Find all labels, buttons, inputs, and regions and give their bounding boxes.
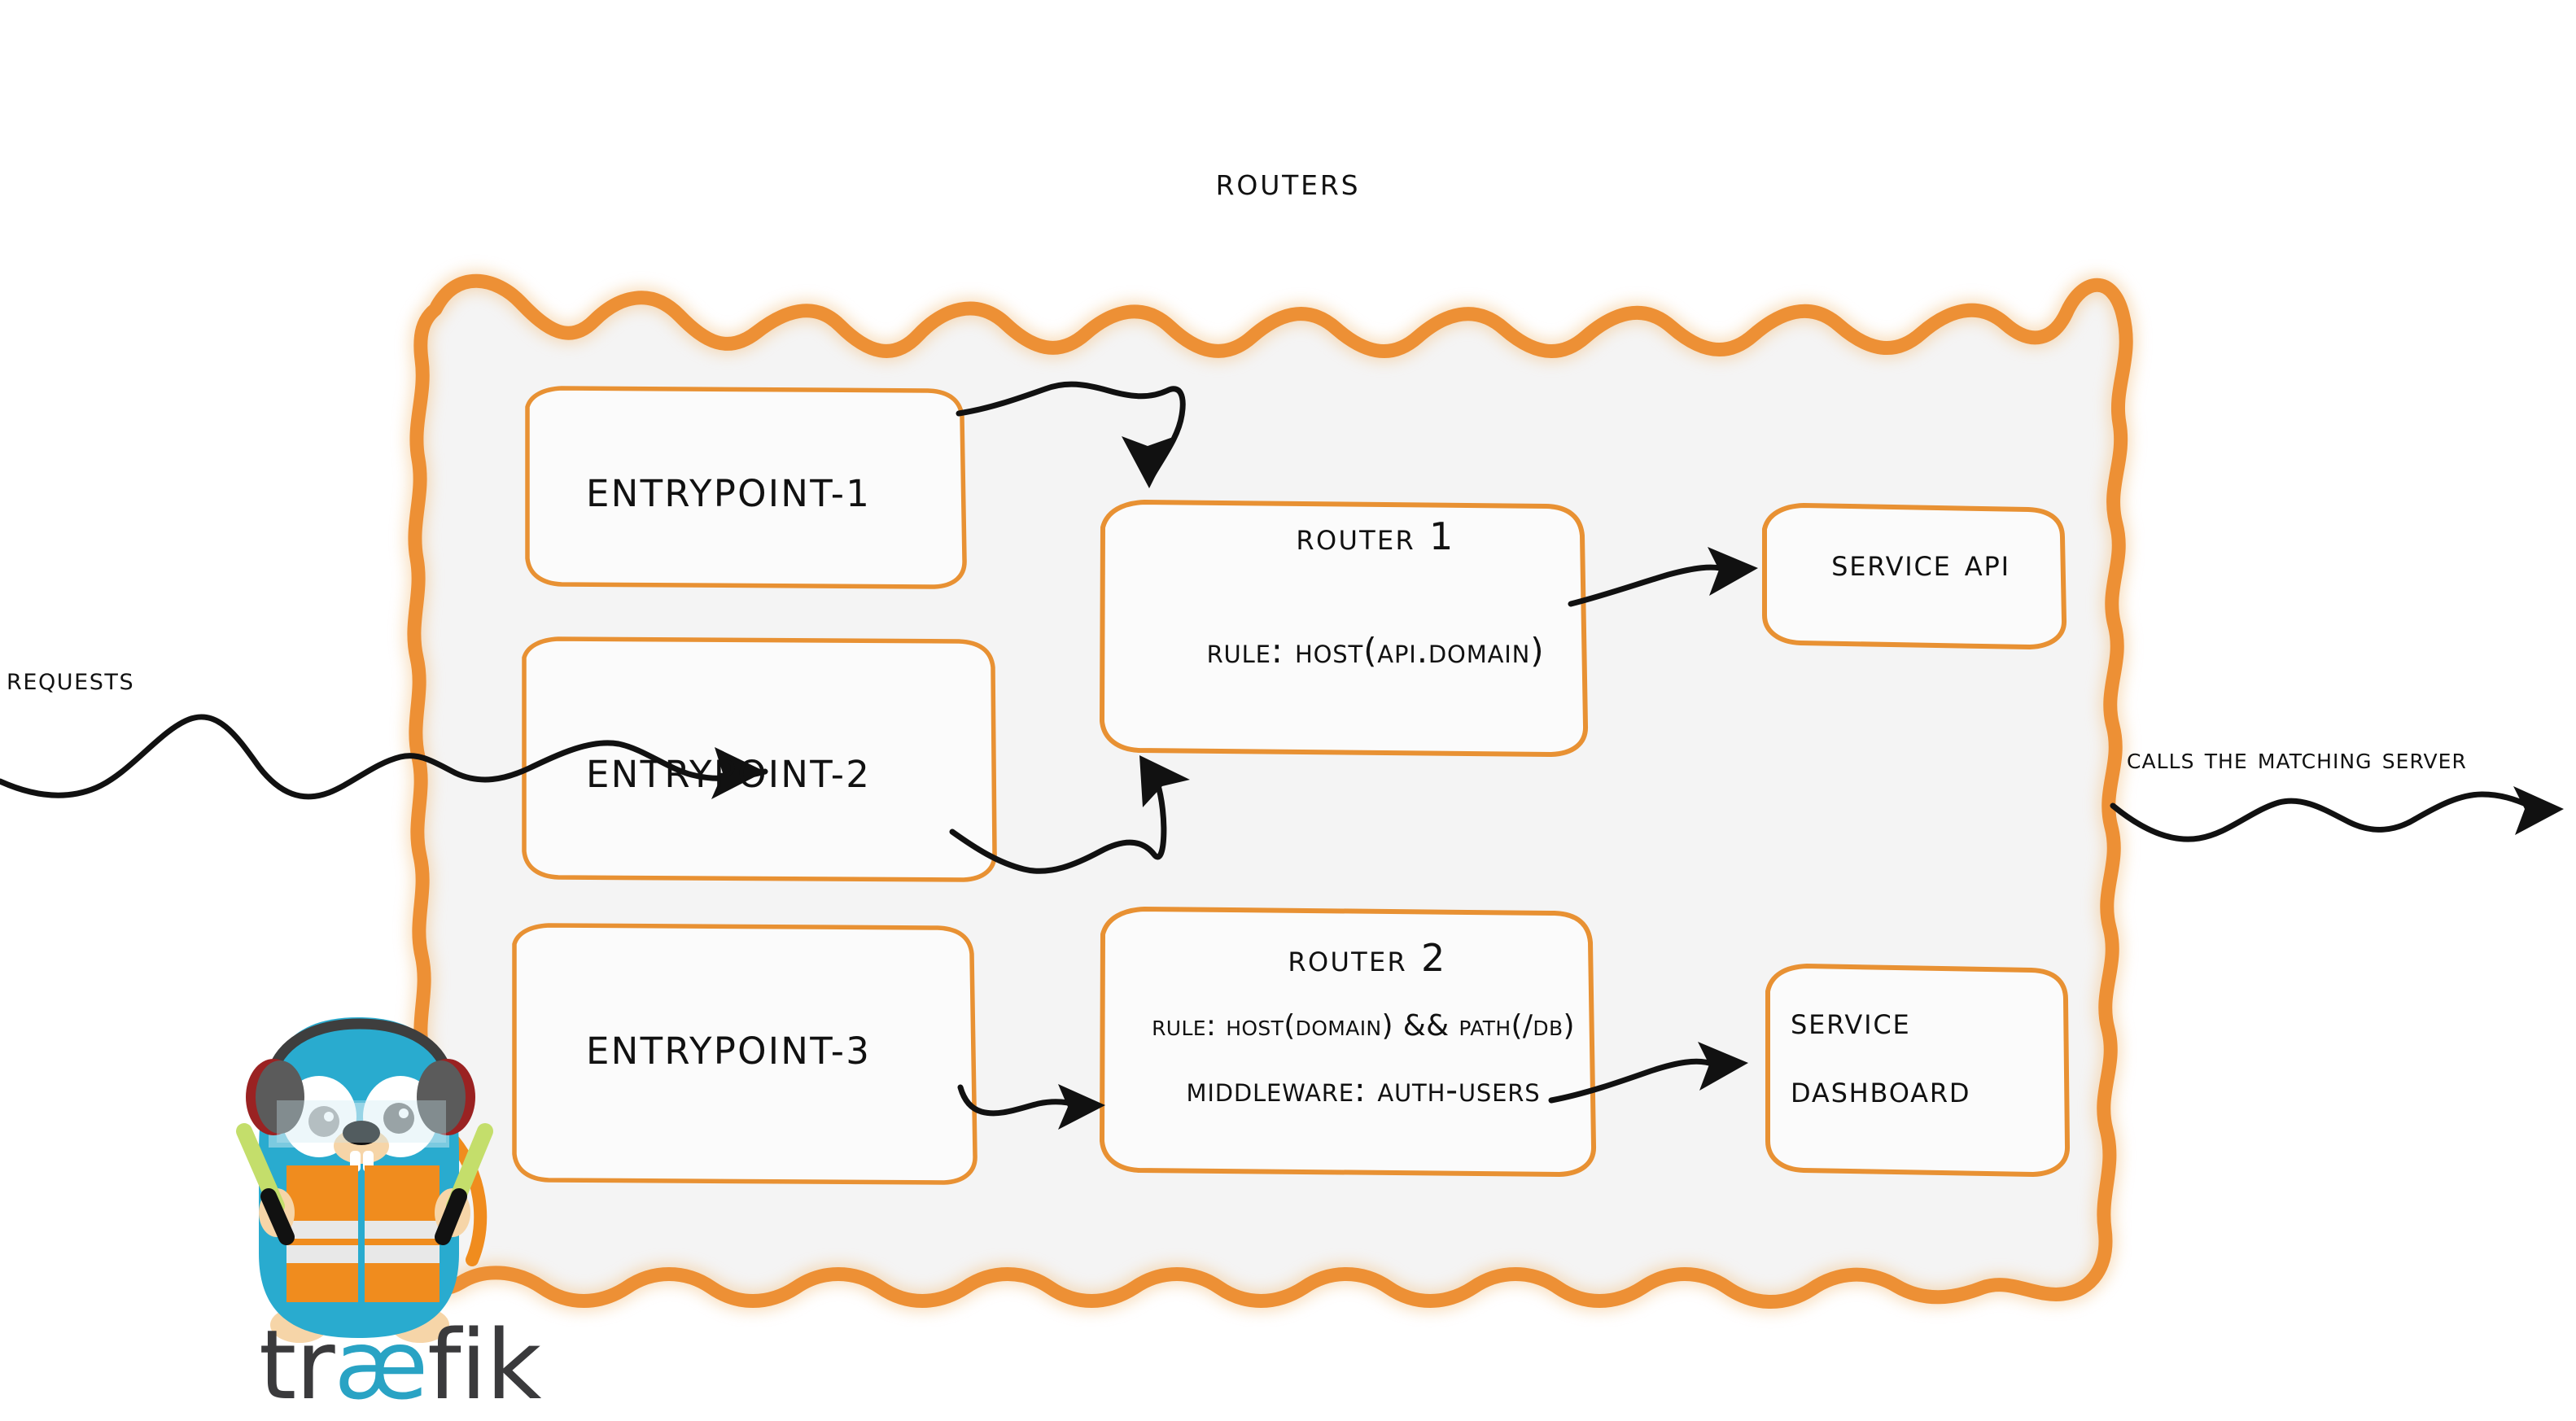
service-api-label: Service API	[1831, 541, 2010, 584]
logo-ae-ligature: æ	[334, 1309, 428, 1421]
requests-label: Requests	[7, 661, 135, 697]
marshalling-wand-left	[236, 1123, 295, 1245]
router-2-middleware: Middleware: auth-users	[1186, 1070, 1541, 1109]
service-dashboard-label-line1: Service	[1791, 999, 1911, 1043]
router-2-rule: rule: Host(domain) && Path(/db)	[1152, 1009, 1575, 1043]
logo-part-2: fik	[427, 1309, 541, 1421]
arrow-calls-out	[2110, 786, 2564, 842]
arrow-ep3-to-router2	[957, 1084, 1105, 1130]
router-2-title: Router 2	[1288, 936, 1447, 980]
marshalling-wand-right	[435, 1123, 493, 1245]
traefik-logo-wordmark: træfik	[259, 1317, 541, 1413]
logo-part-1: tr	[259, 1309, 335, 1421]
arrow-ep2-to-router1	[949, 755, 1190, 874]
arrow-ep1-to-router1	[956, 381, 1186, 488]
calls-server-label: Calls the matching server	[2127, 743, 2467, 776]
router-1-rule: rule: Host(api.domain)	[1206, 631, 1545, 671]
entrypoint-1-label: entrypoint-1	[586, 472, 872, 515]
service-dashboard-label-line2: Dashboard	[1791, 1068, 1971, 1111]
entrypoint-2-label: entrypoint-2	[586, 753, 872, 796]
entrypoint-3-label: entrypoint-3	[586, 1030, 872, 1073]
router-1-title: Router 1	[1296, 514, 1455, 558]
page-title: Routers	[1215, 160, 1361, 204]
traefik-gopher-mascot	[236, 1017, 493, 1343]
